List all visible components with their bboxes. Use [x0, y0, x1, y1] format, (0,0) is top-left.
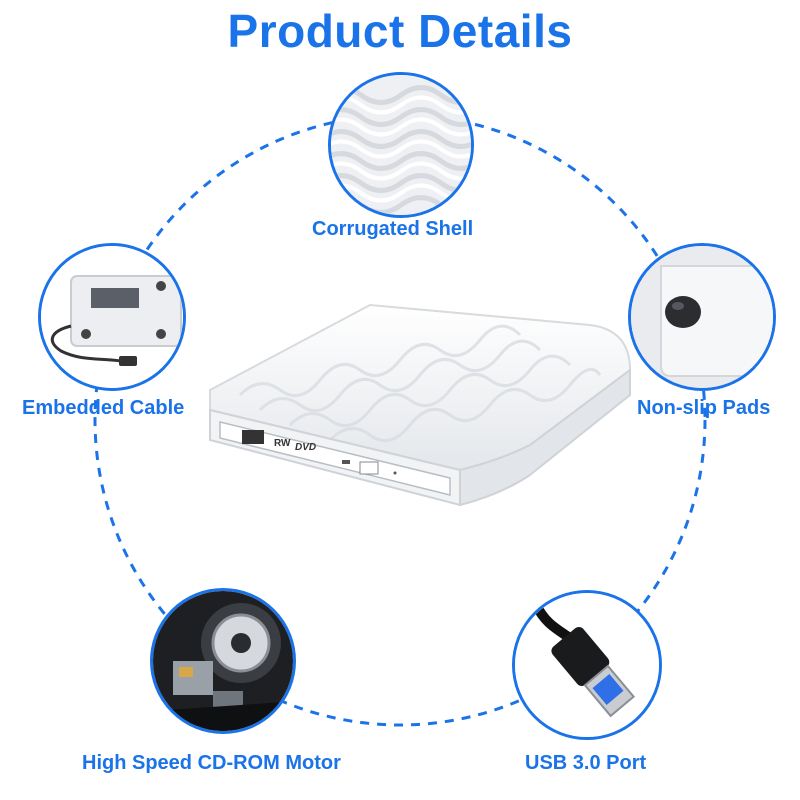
label-cd-rom-motor: High Speed CD-ROM Motor [82, 752, 341, 774]
optical-drive-image: RW DVD [200, 300, 640, 520]
label-embedded-cable: Embedded Cable [22, 397, 185, 419]
corrugated-shell-image [328, 72, 474, 218]
dvd-logo-text: DVD [295, 442, 316, 453]
rw-logo-text: RW [274, 438, 291, 449]
page-title: Product Details [227, 5, 573, 57]
label-non-slip-pads: Non-slip Pads [637, 397, 771, 419]
cd-rom-motor-image [150, 588, 296, 734]
label-corrugated-shell: Corrugated Shell [312, 218, 474, 240]
non-slip-pads-image [628, 243, 776, 391]
usb-port-image [512, 590, 662, 740]
disc-logo-icon [242, 430, 264, 444]
label-usb-port: USB 3.0 Port [525, 752, 647, 774]
embedded-cable-image [38, 243, 186, 391]
